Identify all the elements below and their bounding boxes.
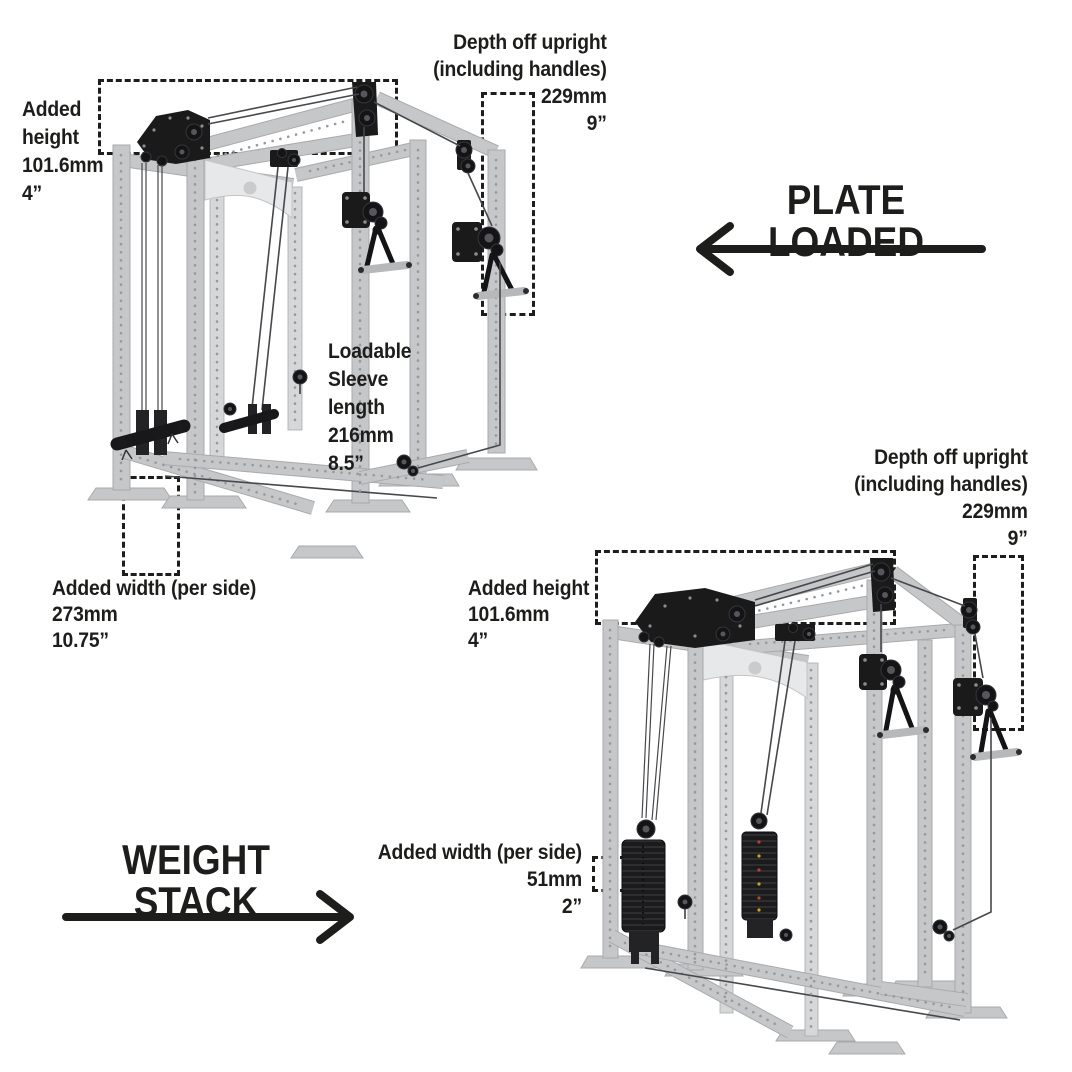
label-line: 51mm [526, 868, 582, 891]
label-line: 4” [468, 629, 489, 652]
label-line: 101.6mm [468, 603, 550, 626]
cable-handle [878, 726, 928, 739]
label-line: Sleeve [328, 368, 389, 391]
floor-cable [644, 967, 961, 1021]
rack-post [487, 149, 506, 454]
plate-loaded-rack-drawing [87, 82, 538, 559]
label-line: Depth off upright [453, 31, 607, 54]
label-line: 273mm [52, 603, 118, 626]
rack-post [917, 639, 933, 988]
rack-beam [734, 624, 960, 654]
swivel-pulley-assembly [342, 192, 370, 228]
stack-added-width-label: Added width (per side) 51mm 2” [378, 839, 582, 920]
plate-added-width-extent-box [122, 476, 180, 576]
rack-post [287, 186, 303, 431]
rack-post [186, 149, 205, 501]
label-line: Added [22, 98, 82, 121]
label-line: 9” [1007, 527, 1028, 550]
rack-foot [325, 499, 411, 513]
rack-foot [828, 1041, 906, 1055]
rack-beam [162, 452, 444, 488]
arrow-left-icon [696, 222, 986, 276]
weight-stack-rack-illustration [555, 540, 1072, 1072]
label-line: 10.75” [52, 629, 109, 652]
label-line: 101.6mm [22, 154, 104, 177]
label-line: 216mm [328, 424, 394, 447]
label-line: Added height [468, 577, 590, 600]
label-line: 2” [561, 895, 582, 918]
rack-foot [290, 545, 364, 559]
rack-beam [374, 92, 499, 158]
label-line: 9” [586, 112, 607, 135]
label-line: 8.5” [328, 452, 364, 475]
label-line: Depth off upright [874, 446, 1028, 469]
plate-sleeve-length-label: Loadable Sleeve length 216mm 8.5” [328, 338, 412, 478]
cable-handle [971, 748, 1021, 761]
rack-post [602, 619, 619, 959]
cable-handle [474, 287, 528, 300]
swivel-pulley-assembly [859, 654, 887, 690]
plate-depth-label: Depth off upright (including handles) 22… [433, 29, 607, 137]
plate-loaded-rack-illustration [80, 60, 680, 630]
brand-logo-badge [748, 661, 762, 675]
stack-base [747, 920, 773, 938]
crossover-trolley [137, 110, 210, 164]
label-line: height [22, 126, 79, 149]
swivel-pulley-assembly [452, 222, 482, 262]
brand-logo-badge [243, 181, 257, 195]
stack-added-height-label: Added height 101.6mm 4” [468, 576, 589, 654]
loadable-sleeve [110, 419, 191, 451]
weight-stack-heading: WEIGHT STACK [122, 836, 270, 925]
weight-stack-rack-drawing [580, 558, 1022, 1055]
rack-foot [455, 457, 538, 471]
floor-cable [164, 475, 438, 499]
label-line: 229mm [541, 85, 607, 108]
label-line: (including handles) [433, 58, 607, 81]
label-line: (including handles) [854, 473, 1028, 496]
rack-beam [889, 567, 969, 631]
label-line: 4” [22, 182, 43, 205]
label-line: Added width (per side) [377, 841, 582, 864]
label-line: Added width (per side) [52, 577, 257, 600]
crossover-top-beam [190, 96, 367, 154]
stack-depth-label: Depth off upright (including handles) 22… [854, 444, 1028, 552]
arrow-right-icon [62, 890, 354, 944]
label-line: length [328, 396, 385, 419]
stack-base [629, 932, 659, 952]
label-line: Loadable [328, 340, 412, 363]
rack-foot [161, 495, 247, 509]
plate-loaded-heading: PLATE LOADED [767, 176, 925, 265]
plate-added-width-label: Added width (per side) 273mm 10.75” [52, 576, 256, 654]
plate-added-height-label: Added height 101.6mm 4” [22, 96, 104, 208]
weight-stack [741, 831, 778, 921]
label-line: 229mm [962, 500, 1028, 523]
rack-beam [880, 982, 968, 1006]
cable-handle [359, 261, 411, 274]
